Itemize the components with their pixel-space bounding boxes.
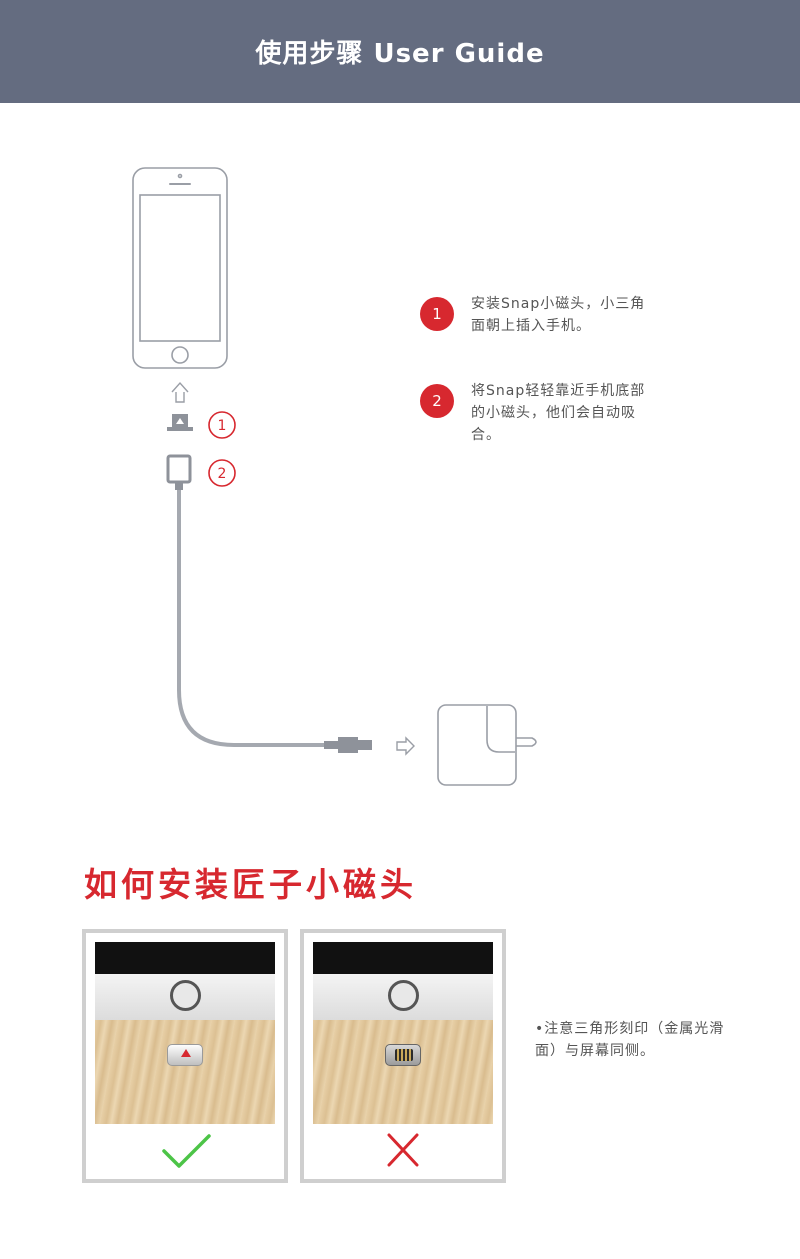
install-section-title: 如何安装匠子小磁头 [84,865,417,904]
step-text-1: 安装Snap小磁头，小三角面朝上插入手机。 [471,296,646,334]
wrong-install-card [300,929,506,1183]
step-marker-2-label: 2 [218,466,227,482]
correct-install-card [82,929,288,1183]
phone-icon [132,167,228,369]
step-badge-1: 1 [420,297,454,331]
home-button-icon [170,980,201,1011]
step-marker-2: 2 [208,459,236,487]
correct-install-photo [95,942,275,1124]
cable-connector-icon [166,454,192,490]
step-text-2: 将Snap轻轻靠近手机底部的小磁头，他们会自动吸合。 [471,383,646,443]
step-2: 2 将Snap轻轻靠近手机底部的小磁头，他们会自动吸合。 [420,380,660,446]
usage-diagram-drawing: 1 2 [132,167,537,786]
wrong-install-photo [313,942,493,1124]
magnetic-tip-wrong-side-icon [385,1044,421,1066]
usage-diagram: 1 2 1 安装Snap小磁头，小三角 [0,103,800,833]
cable-line [177,490,326,747]
step-badge-2: 2 [420,384,454,418]
usb-plug-icon [324,737,372,753]
arrow-up-icon [171,381,189,403]
step-1: 1 安装Snap小磁头，小三角面朝上插入手机。 [420,293,660,337]
page-title: 使用步骤 User Guide [255,39,545,69]
header-banner: 使用步骤 User Guide [0,0,800,103]
check-icon [86,1129,284,1179]
home-button-icon [388,980,419,1011]
install-note: •注意三角形刻印（金属光滑面）与屏幕同侧。 [535,1021,725,1059]
power-adapter-icon [437,704,537,786]
cross-icon [304,1129,502,1179]
magnetic-tip-triangle-up-icon [167,1044,203,1066]
step-marker-1-label: 1 [218,418,227,434]
step-marker-1: 1 [208,411,236,439]
arrow-right-icon [396,736,415,756]
magnetic-tip-icon [167,414,193,431]
